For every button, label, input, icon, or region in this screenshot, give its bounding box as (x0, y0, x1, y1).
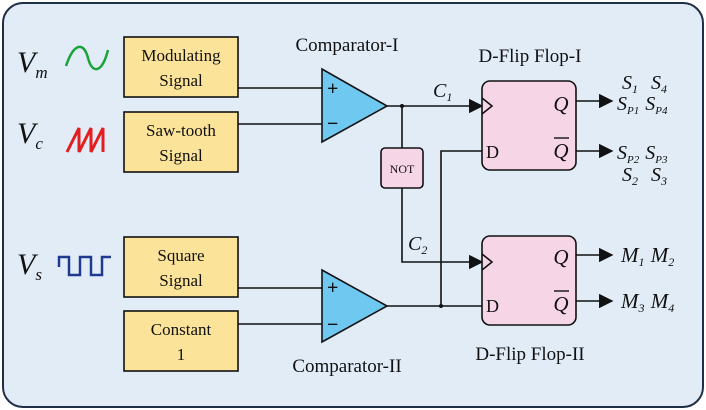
constant-line2: 1 (177, 345, 186, 364)
junction-c1 (400, 104, 404, 108)
junction-d (439, 304, 443, 308)
ff2-qbar: Q (553, 292, 568, 316)
out-sp2-sp3: SP2 SP3 (617, 142, 668, 168)
modulating-signal-line1: Modulating (141, 46, 221, 65)
constant-box (123, 310, 239, 372)
out-sp1-sp4: SP1 SP4 (617, 93, 668, 119)
sine-wave-icon (64, 45, 110, 71)
square-wave-icon (57, 255, 111, 277)
not-gate-label: NOT (390, 162, 415, 176)
comparator-1 (321, 67, 389, 144)
comparator-2-title: Comparator-II (292, 356, 401, 377)
comparator-1-title: Comparator-I (295, 35, 398, 56)
modulating-signal-line2: Signal (159, 71, 203, 90)
wire-c2 (401, 188, 484, 270)
wire-d1-feed (440, 150, 482, 306)
out-s1-s4: S1 S4 (622, 72, 667, 98)
vc-label: Vc (17, 117, 43, 153)
ff2-title: D-Flip Flop-II (475, 344, 584, 365)
square-signal-line1: Square (157, 246, 204, 265)
comparator-2 (321, 268, 389, 344)
c2-label: C2 (408, 233, 427, 257)
square-signal-line2: Signal (159, 271, 203, 290)
ff2-d: D (486, 296, 499, 316)
sawtooth-wave-icon (65, 127, 105, 153)
out-m1-m2: M1 M2 (620, 243, 674, 271)
ff1-title: D-Flip Flop-I (479, 46, 582, 67)
ff1-qbar: Q (553, 139, 568, 163)
out-m3-m4: M3 M4 (620, 289, 674, 317)
sawtooth-signal-box (123, 111, 239, 173)
comparator-2-plus: + (327, 277, 338, 299)
modulating-signal-box (123, 36, 239, 98)
ff2-q: Q (553, 245, 568, 269)
flipflop-1 (481, 80, 577, 171)
sawtooth-signal-line1: Saw-tooth (146, 121, 216, 140)
ff2-clock-mark (481, 253, 494, 271)
ff1-clock-mark (481, 97, 494, 115)
comparator-1-minus: − (327, 113, 338, 135)
ff1-q: Q (553, 92, 568, 116)
constant-line1: Constant (151, 320, 212, 339)
vm-label: Vm (17, 46, 48, 82)
comparator-2-minus: − (327, 314, 338, 336)
vs-label: Vs (17, 248, 42, 284)
sawtooth-signal-line2: Signal (159, 146, 203, 165)
square-signal-box (123, 236, 239, 298)
ff1-d: D (486, 142, 499, 162)
out-s2-s3: S2 S3 (622, 164, 667, 190)
comparator-1-plus: + (327, 78, 338, 100)
flipflop-2 (481, 235, 577, 326)
c1-label: C1 (433, 80, 452, 104)
